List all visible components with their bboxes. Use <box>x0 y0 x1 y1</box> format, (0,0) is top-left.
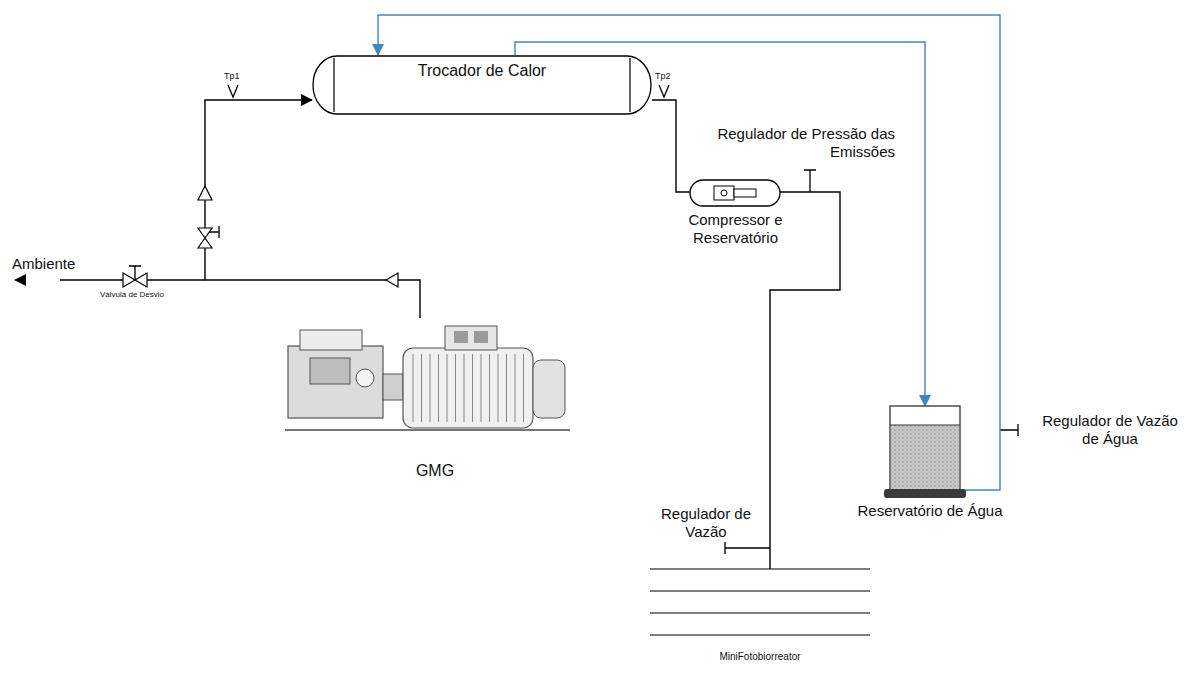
drawing-part <box>285 429 570 431</box>
water-tank: Reservatório de Água <box>830 405 1030 520</box>
drawing-part <box>300 330 362 350</box>
drawing-part <box>721 190 727 196</box>
drawing-part <box>489 354 490 422</box>
temperature-probe <box>228 85 238 97</box>
drawing-part <box>690 180 780 206</box>
drawing-part <box>533 360 565 418</box>
drawing-part <box>650 634 870 635</box>
drawing-part <box>891 425 959 489</box>
drawing-part <box>313 56 651 114</box>
drawing-part <box>515 354 516 422</box>
node-label: Trocador de Calor <box>312 61 652 80</box>
drawing-part <box>481 354 482 422</box>
bypass-valve <box>123 273 135 287</box>
heat-exchanger: Trocador de Calor <box>312 55 652 115</box>
drawing-part <box>464 354 465 422</box>
drawing-part <box>714 186 734 200</box>
gas-pipe <box>205 100 420 318</box>
drawing-part <box>650 568 870 569</box>
drawing-part <box>445 326 497 350</box>
drawing-part <box>356 369 374 387</box>
compressor-unit-outline <box>668 178 803 208</box>
probe-label: Tp1 <box>224 71 240 82</box>
photobioreactor: MiniFotobiorreator <box>640 568 880 663</box>
valve-label: Válvula de Desvio <box>100 290 164 300</box>
drawing-part <box>455 354 456 422</box>
drawing-part <box>474 331 488 343</box>
temperature-probe <box>659 85 669 97</box>
drawing-part <box>403 348 533 428</box>
drawing-part <box>498 354 499 422</box>
flow-triangle <box>198 186 212 200</box>
probe-label: Tp2 <box>655 71 671 82</box>
drawing-part <box>430 354 431 422</box>
pipes <box>60 85 1018 554</box>
gas-pipe <box>770 192 840 569</box>
compressor-unit: Compressor e Reservatório <box>668 178 803 247</box>
flow-triangle <box>386 273 398 287</box>
node-label: Reservatório de Água <box>830 502 1030 520</box>
drawing-part <box>438 354 439 422</box>
generator-set: GMG <box>280 318 590 481</box>
water-regulator-tick <box>1000 424 1018 436</box>
gas-pipe <box>652 100 690 192</box>
drawing-part <box>383 374 403 400</box>
bypass-valve <box>135 273 147 287</box>
inlet-valve <box>198 228 212 248</box>
water-tank-outline <box>830 405 1030 499</box>
drawing-part <box>472 354 473 422</box>
outlet-label: Ambiente <box>12 255 75 273</box>
drawing-part <box>734 189 756 197</box>
exhaust-arrow <box>14 274 26 286</box>
photobioreactor-outline <box>640 568 880 648</box>
drawing-part <box>523 354 524 422</box>
drawing-part <box>890 425 960 426</box>
node-label: GMG <box>280 461 590 480</box>
regulator-label: Regulador de Vazão <box>650 505 762 541</box>
generator-set-outline <box>280 318 590 458</box>
node-label: Compressor e Reservatório <box>668 211 803 247</box>
drawing-part <box>310 358 350 384</box>
drawing-part <box>413 354 414 422</box>
drawing-part <box>421 354 422 422</box>
drawing-part <box>650 590 870 591</box>
pressure-regulator-tick <box>804 170 816 192</box>
drawing-part <box>288 346 383 418</box>
drawing-part <box>454 331 468 343</box>
flow-regulator-tick <box>725 542 770 554</box>
drawing-part <box>884 489 966 498</box>
drawing-part <box>447 354 448 422</box>
drawing-part <box>890 406 960 490</box>
node-label: MiniFotobiorreator <box>640 651 880 663</box>
drawing-part <box>650 612 870 613</box>
regulator-label: Regulador de Vazão de Água <box>1035 412 1185 448</box>
regulator-label: Regulador de Pressão das Emissões <box>700 125 895 161</box>
drawing-part <box>506 354 507 422</box>
